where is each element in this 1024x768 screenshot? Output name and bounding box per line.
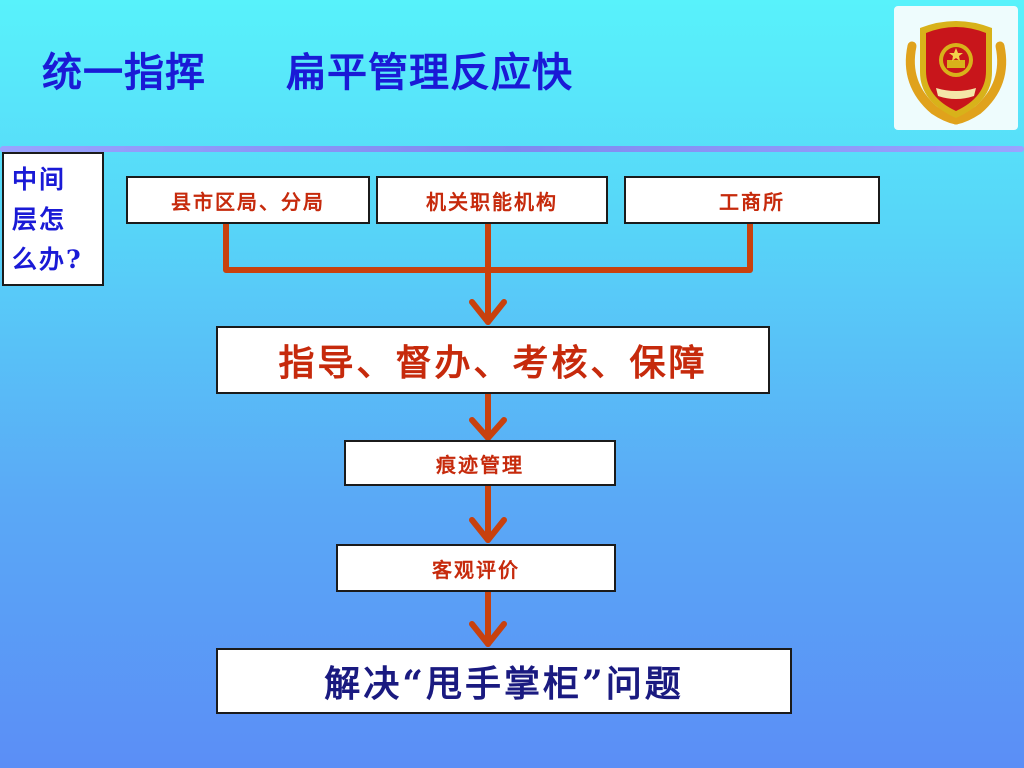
- title-right: 扁平管理反应快: [286, 50, 573, 96]
- box-business-office: 工商所: [624, 176, 880, 224]
- emblem-badge: [894, 6, 1018, 130]
- side-note-line-3: 么办?: [12, 245, 83, 274]
- box-guidance: 指导、督办、考核、保障: [216, 326, 770, 394]
- title-left: 统一指挥: [42, 50, 206, 96]
- slide-title: 统一指挥 扁平管理反应快: [42, 40, 573, 98]
- arrowhead-2: [469, 417, 507, 441]
- box-result: 解决“甩手掌柜”问题: [216, 648, 792, 714]
- arrowhead-1: [469, 299, 507, 325]
- side-note-line-2: 层怎: [12, 205, 67, 234]
- box-objective-evaluation: 客观评价: [336, 544, 616, 592]
- side-note-line-1: 中间: [12, 165, 67, 194]
- title-bar: 统一指挥 扁平管理反应快: [0, 0, 1024, 148]
- title-divider: [0, 146, 1024, 152]
- box-agency-functions: 机关职能机构: [376, 176, 608, 224]
- shield-emblem-icon: [905, 21, 1007, 125]
- box-trace-management: 痕迹管理: [344, 440, 616, 486]
- box-county-bureau: 县市区局、分局: [126, 176, 370, 224]
- arrowhead-3: [469, 517, 507, 543]
- arrowhead-4: [469, 621, 507, 647]
- side-note-box: 中间 层怎 么办?: [2, 152, 104, 286]
